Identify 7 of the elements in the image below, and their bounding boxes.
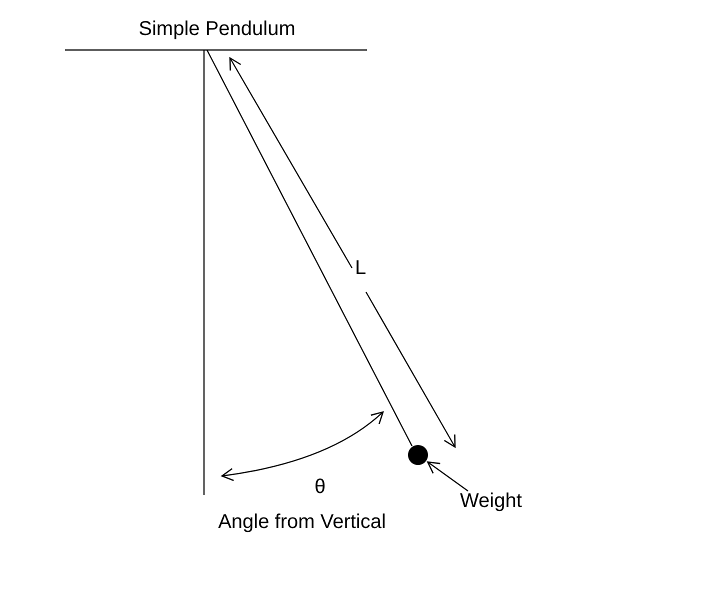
- pendulum-bob: [408, 445, 428, 465]
- leader-arrow: [427, 461, 468, 492]
- angle-caption: Angle from Vertical: [218, 510, 386, 534]
- dimension-label: L: [355, 256, 366, 280]
- diagram-title: Simple Pendulum: [138, 17, 296, 41]
- node-label: Weight: [460, 489, 522, 513]
- angle-symbol: θ: [314, 475, 326, 499]
